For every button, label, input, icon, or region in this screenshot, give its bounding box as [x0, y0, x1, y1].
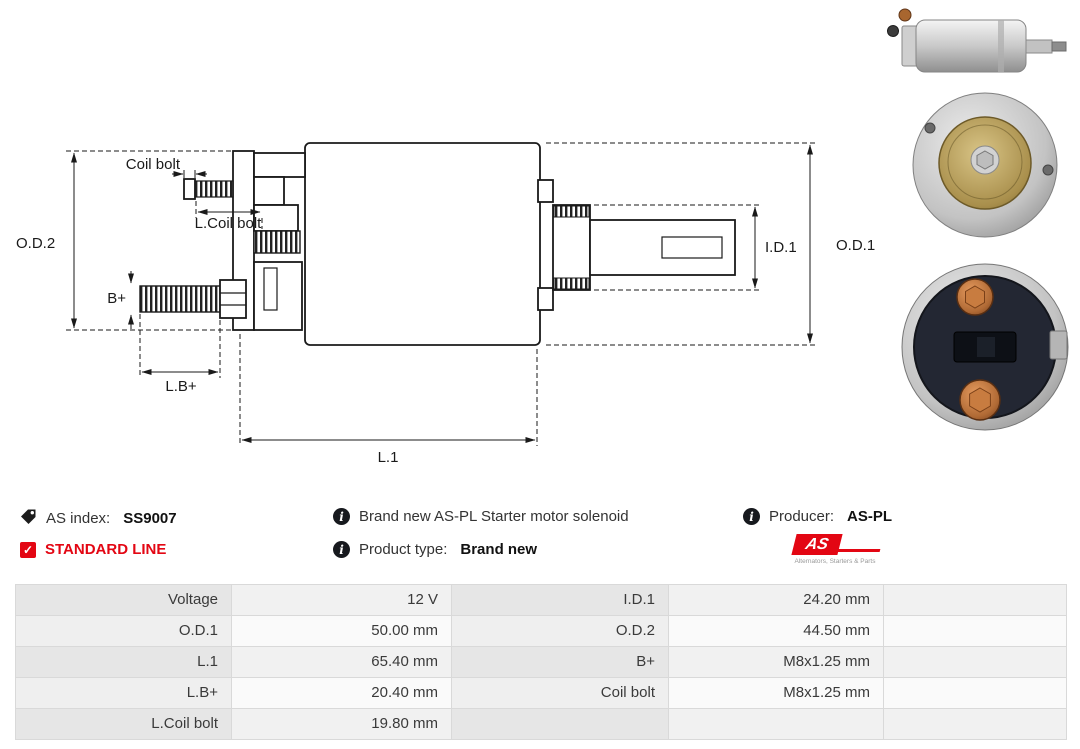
spec-value-cell: 44.50 mm [669, 616, 883, 646]
spec-value-cell: 50.00 mm [232, 616, 451, 646]
producer-row: i Producer: AS-PL [743, 508, 892, 525]
spec-label-cell: L.1 [16, 647, 231, 677]
technical-diagram: Coil bolt L.Coil bolt O.D.2 B+ L.B+ [16, 142, 875, 466]
id1-label: I.D.1 [765, 239, 797, 256]
dimension-od1: O.D.1 [546, 142, 875, 346]
spec-label-cell: B+ [452, 647, 668, 677]
spec-label-cell: L.B+ [16, 678, 231, 708]
spec-label-cell: O.D.2 [452, 616, 668, 646]
spec-value-cell: 20.40 mm [232, 678, 451, 708]
info-icon: i [333, 541, 350, 558]
spec-filler-cell [884, 647, 1066, 677]
lb-plus-label: L.B+ [165, 378, 197, 395]
aspl-logo-subtext: Alternators, Starters & Parts [794, 558, 876, 565]
solenoid-front-photo[interactable] [901, 263, 1069, 431]
l1-label: L.1 [378, 449, 399, 466]
spec-filler-cell [884, 678, 1066, 708]
product-type-value: Brand new [460, 541, 538, 558]
coil-bolt-label: Coil bolt [126, 156, 181, 173]
product-type-label: Product type: [359, 541, 448, 558]
description-row: i Brand new AS-PL Starter motor solenoid [333, 508, 629, 525]
spec-label-cell: L.Coil bolt [16, 709, 231, 739]
aspl-logo-swoosh [835, 549, 881, 552]
od2-label: O.D.2 [16, 235, 55, 252]
dimension-od2: O.D.2 [16, 150, 231, 331]
dimension-id1: I.D.1 [594, 204, 797, 291]
spec-value-cell: M8x1.25 mm [669, 678, 883, 708]
spec-label-cell: Coil bolt [452, 678, 668, 708]
info-icon: i [333, 508, 350, 525]
spec-filler-cell [884, 616, 1066, 646]
aspl-logo: AS Alternators, Starters & Parts [788, 534, 882, 570]
product-description: Brand new AS-PL Starter motor solenoid [359, 508, 629, 525]
standard-line-row: ✓ STANDARD LINE [20, 541, 166, 558]
spec-filler-cell [884, 709, 1066, 739]
spec-value-cell: 12 V [232, 585, 451, 615]
spec-label-cell [452, 709, 668, 739]
od1-label: O.D.1 [836, 237, 875, 254]
spec-table: Voltage 12 V I.D.1 24.20 mm O.D.1 50.00 … [15, 584, 1067, 740]
solenoid-back-photo[interactable] [912, 92, 1058, 238]
spec-value-cell [669, 709, 883, 739]
dimension-lb-plus: L.B+ [139, 314, 221, 395]
as-index-value: SS9007 [123, 510, 177, 527]
dimension-l1: L.1 [239, 334, 538, 466]
checked-checkbox-icon[interactable]: ✓ [20, 541, 36, 558]
l-coil-bolt-label: L.Coil bolt [195, 215, 263, 232]
spec-value-cell: M8x1.25 mm [669, 647, 883, 677]
spec-filler-cell [884, 585, 1066, 615]
standard-line-label: STANDARD LINE [45, 541, 167, 558]
b-plus-label: B+ [107, 290, 126, 307]
tag-icon [20, 508, 37, 529]
dimension-coil-bolt: Coil bolt [126, 156, 207, 178]
product-photos [887, 8, 1069, 431]
as-index-row: AS index: SS9007 [20, 508, 177, 529]
solenoid-outline [139, 142, 736, 346]
product-type-row: i Product type: Brand new [333, 541, 537, 558]
spec-value-cell: 65.40 mm [232, 647, 451, 677]
dimension-l-coil-bolt: L.Coil bolt [195, 201, 263, 232]
spec-value-cell: 19.80 mm [232, 709, 451, 739]
spec-value-cell: 24.20 mm [669, 585, 883, 615]
producer-label: Producer: [769, 508, 835, 525]
spec-label-cell: Voltage [16, 585, 231, 615]
producer-value: AS-PL [847, 508, 893, 525]
info-icon: i [743, 508, 760, 525]
solenoid-side-photo[interactable] [887, 8, 1067, 73]
spec-label-cell: I.D.1 [452, 585, 668, 615]
as-index-label: AS index: [46, 510, 111, 527]
spec-label-cell: O.D.1 [16, 616, 231, 646]
dimension-b-plus: B+ [107, 271, 134, 329]
